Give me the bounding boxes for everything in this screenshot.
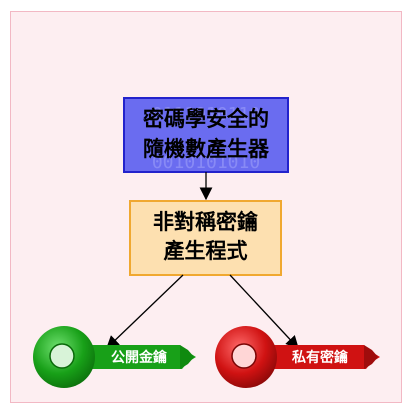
rng-box: [123, 97, 289, 173]
rng-label-line2: 隨機數產生器: [143, 137, 269, 161]
rng-digits-line1: 0111010110: [152, 104, 260, 125]
private-key-icon: [215, 326, 380, 388]
public-key-icon: [33, 326, 196, 388]
rng-digits-line2: 0010101010: [152, 152, 260, 173]
arrow-keygen-to-public: [106, 274, 184, 349]
keygen-label: 非對稱密鑰 產生程式: [130, 208, 281, 266]
keygen-box: [129, 200, 282, 276]
keygen-label-line1: 非對稱密鑰: [153, 210, 258, 234]
rng-label: 密碼學安全的 隨機數產生器: [124, 104, 288, 164]
arrow-keygen-to-private: [229, 274, 299, 349]
public-key-label: 公開金鑰: [111, 350, 167, 366]
keygen-label-line2: 產生程式: [163, 239, 248, 263]
rng-label-line1: 密碼學安全的: [143, 107, 269, 131]
private-key-label: 私有密鑰: [292, 350, 348, 366]
